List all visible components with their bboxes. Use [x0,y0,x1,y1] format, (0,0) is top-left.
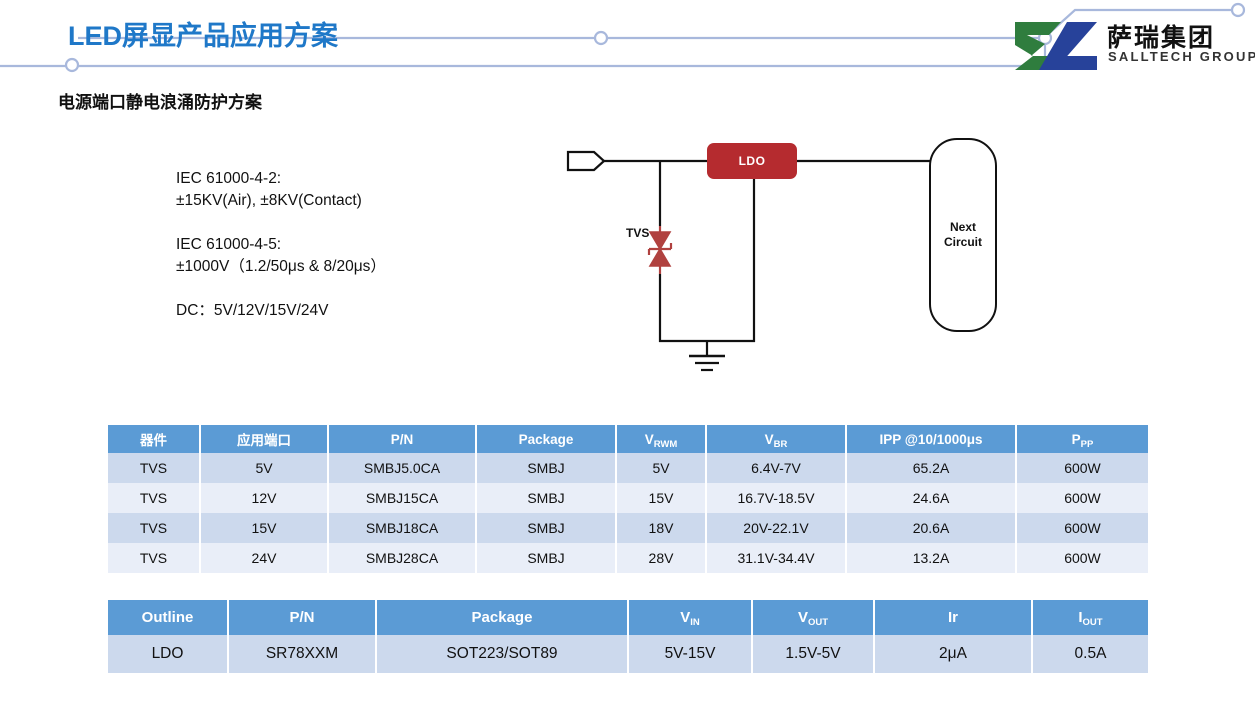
cell-package: SMBJ [476,513,617,543]
th-application-port: 应用端口 [200,425,329,453]
cell-device: TVS [108,453,201,483]
cell-device: TVS [108,513,201,543]
salltech-sz-logo-icon [1015,22,1097,70]
cell-vbr: 16.7V-18.5V [706,483,847,513]
input-port-icon [566,150,606,172]
ldo-table-body: LDO SR78XXM SOT223/SOT89 5V-15V 1.5V-5V … [108,635,1148,673]
cell-ipp: 65.2A [846,453,1017,483]
cell-vbr: 6.4V-7V [706,453,847,483]
table-row: TVS 5V SMBJ5.0CA SMBJ 5V 6.4V-7V 65.2A 6… [108,453,1148,483]
cell-package: SMBJ [476,483,617,513]
cell-port: 24V [200,543,329,573]
cell-pn: SMBJ28CA [328,543,477,573]
th-pn: P/N [328,425,477,453]
cell-vout: 1.5V-5V [752,635,875,673]
ldo-table-head: Outline P/N Package VIN VOUT Ir IOUT [108,600,1148,635]
ground-icon [689,342,725,372]
circuit-schematic-svg [566,150,930,372]
slide-header: LED屏显产品应用方案 萨瑞集团 SALLTECH GROUP [0,0,1255,88]
cell-ldo-pn: SR78XXM [228,635,377,673]
spec-text-block: IEC 61000-4-2: ±15KV(Air), ±8KV(Contact)… [176,168,496,322]
table-row: LDO SR78XXM SOT223/SOT89 5V-15V 1.5V-5V … [108,635,1148,673]
deco-node-left [64,57,80,73]
cell-device: TVS [108,483,201,513]
spec-line-dc-voltages: DC：5V/12V/15V/24V [176,302,329,319]
tvs-spec-table: 器件 应用端口 P/N Package VRWM VBR IPP @10/100… [108,425,1148,573]
cell-device: TVS [108,543,201,573]
cell-ppp: 600W [1016,543,1148,573]
tvs-diode-icon [647,226,673,274]
cell-vin: 5V-15V [628,635,753,673]
table-row: TVS 24V SMBJ28CA SMBJ 28V 31.1V-34.4V 13… [108,543,1148,573]
ldo-block: LDO [707,143,797,179]
th-vin: VIN [628,600,753,635]
cell-package: SMBJ [476,543,617,573]
th-ir: Ir [874,600,1033,635]
tvs-table-head: 器件 应用端口 P/N Package VRWM VBR IPP @10/100… [108,425,1148,453]
cell-pn: SMBJ18CA [328,513,477,543]
tvs-table-body: TVS 5V SMBJ5.0CA SMBJ 5V 6.4V-7V 65.2A 6… [108,453,1148,573]
spec-spacer-1 [176,212,496,234]
cell-pn: SMBJ5.0CA [328,453,477,483]
th-ppp: PPP [1016,425,1148,453]
th-ldo-package: Package [376,600,629,635]
spec-line-esd-levels: ±15KV(Air), ±8KV(Contact) [176,192,362,209]
cell-vrwm: 15V [616,483,707,513]
cell-ipp: 20.6A [846,513,1017,543]
th-vout: VOUT [752,600,875,635]
ldo-table-header-row: Outline P/N Package VIN VOUT Ir IOUT [108,600,1148,635]
spec-line-surge-levels: ±1000V（1.2/50μs & 8/20μs） [176,258,386,275]
th-ldo-pn: P/N [228,600,377,635]
th-ipp: IPP @10/1000μs [846,425,1017,453]
tvs-label: TVS [626,226,650,240]
next-circuit-line1: Next [949,220,976,234]
cell-package: SMBJ [476,453,617,483]
tvs-table-header-row: 器件 应用端口 P/N Package VRWM VBR IPP @10/100… [108,425,1148,453]
next-circuit-line2: Circuit [943,235,982,249]
cell-ppp: 600W [1016,483,1148,513]
deco-node-corner [1230,2,1246,18]
th-vrwm: VRWM [616,425,707,453]
th-device: 器件 [108,425,201,453]
cell-ir: 2μA [874,635,1033,673]
deco-node-mid [593,30,609,46]
spec-spacer-2 [176,278,496,300]
cell-vrwm: 5V [616,453,707,483]
ldo-block-label: LDO [738,154,766,168]
cell-port: 15V [200,513,329,543]
spec-line-iec61000-4-2: IEC 61000-4-2: [176,170,282,187]
spec-line-iec61000-4-5: IEC 61000-4-5: [176,236,282,253]
cell-vrwm: 18V [616,513,707,543]
cell-vbr: 20V-22.1V [706,513,847,543]
cell-port: 5V [200,453,329,483]
cell-pn: SMBJ15CA [328,483,477,513]
section-subtitle: 电源端口静电浪涌防护方案 [58,93,262,112]
cell-iout: 0.5A [1032,635,1148,673]
page-title: LED屏显产品应用方案 [68,21,338,51]
table-row: TVS 12V SMBJ15CA SMBJ 15V 16.7V-18.5V 24… [108,483,1148,513]
ldo-spec-table: Outline P/N Package VIN VOUT Ir IOUT LDO… [108,600,1148,673]
cell-ipp: 24.6A [846,483,1017,513]
logo-english-name: SALLTECH GROUP [1108,49,1255,64]
cell-ldo-package: SOT223/SOT89 [376,635,629,673]
cell-ppp: 600W [1016,453,1148,483]
cell-vbr: 31.1V-34.4V [706,543,847,573]
th-vbr: VBR [706,425,847,453]
table-row: TVS 15V SMBJ18CA SMBJ 18V 20V-22.1V 20.6… [108,513,1148,543]
cell-outline: LDO [108,635,229,673]
th-iout: IOUT [1032,600,1148,635]
cell-vrwm: 28V [616,543,707,573]
header-decoration [0,2,1246,73]
cell-port: 12V [200,483,329,513]
logo-chinese-name: 萨瑞集团 [1107,24,1216,52]
th-outline: Outline [108,600,229,635]
th-package: Package [476,425,617,453]
company-logo: 萨瑞集团 SALLTECH GROUP [1015,18,1255,76]
cell-ipp: 13.2A [846,543,1017,573]
cell-ppp: 600W [1016,513,1148,543]
